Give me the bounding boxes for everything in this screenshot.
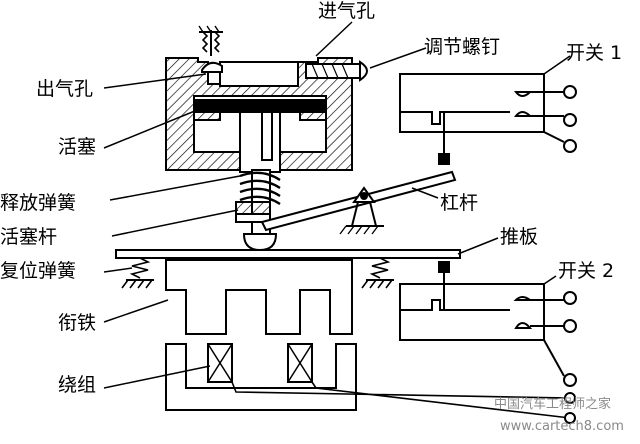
adjust-screw [305,60,368,82]
piston-seal-right [299,111,327,121]
label-armature: 衔铁 [58,312,97,334]
piston-rod [235,111,281,252]
label-outlet: 出气孔 [36,78,94,100]
label-reset-spring: 复位弹簧 [0,260,77,282]
label-adjust-screw: 调节螺钉 [424,36,501,58]
label-lever: 杠杆 [440,192,479,214]
label-coil: 绕组 [58,374,97,396]
magnet-core [165,343,357,411]
coil-windings [207,343,313,383]
piston-seal-left [193,111,221,121]
label-inlet: 进气孔 [318,0,376,22]
fulcrum [339,186,384,235]
label-piston-rod: 活塞杆 [0,226,58,248]
leader-lines [103,21,571,389]
label-switch1: 开关 1 [566,42,623,64]
reset-spring-right [361,257,394,289]
outlet-valve [198,25,223,73]
reset-spring-left [121,257,154,289]
label-switch2: 开关 2 [558,260,615,282]
push-plate-body [115,249,461,259]
label-release-spring: 释放弹簧 [0,192,77,214]
armature-core [165,259,353,335]
coil-leads [231,381,571,419]
watermark-line2: www.cartech8.com [500,419,624,434]
switch2-assembly [399,261,577,424]
label-piston: 活塞 [58,136,97,158]
label-push-plate: 推板 [500,226,539,248]
switch1-assembly [399,73,577,165]
release-spring [239,171,281,206]
watermark-line1: 中国汽车工程师之家 [494,397,612,412]
piston-plate [193,99,327,113]
